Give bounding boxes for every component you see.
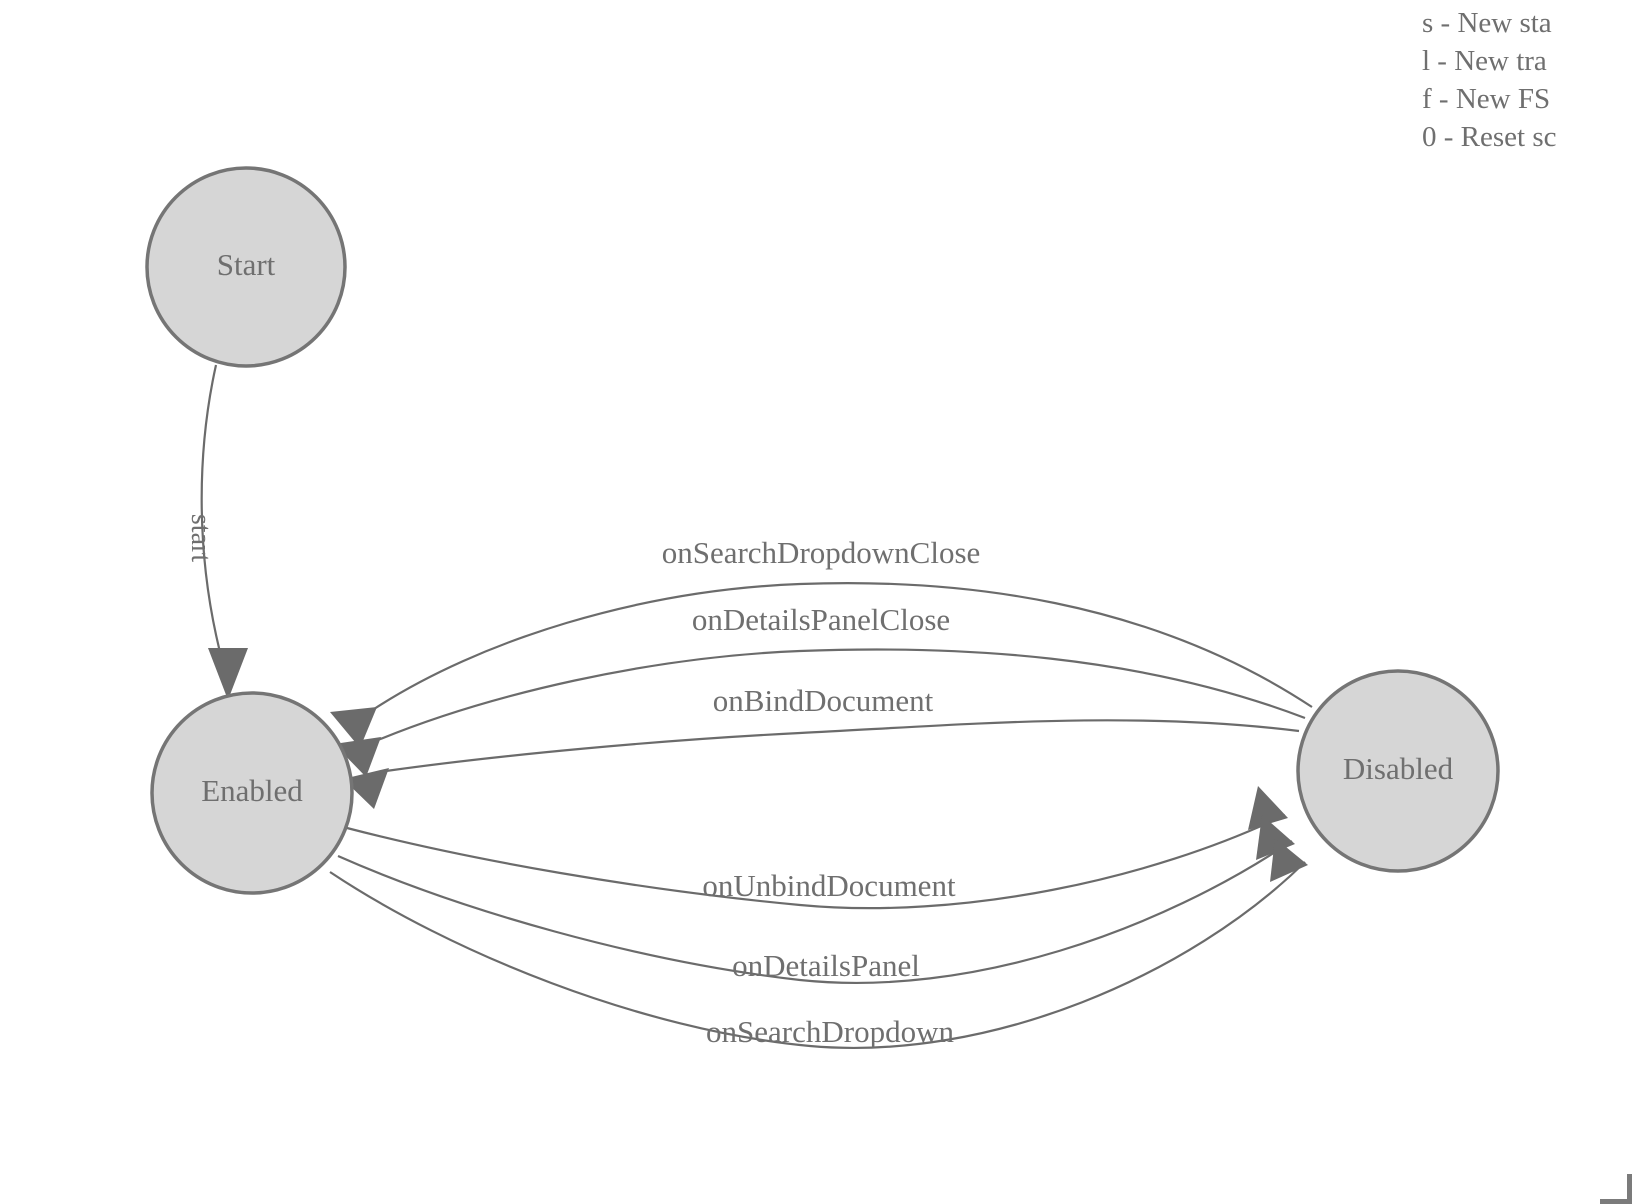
shortcut-new-fsm: f - New FS <box>1422 83 1551 115</box>
edge-path-onSearchDropdown[interactable] <box>329 861 1306 1049</box>
edge-path-onSearchDropdownClose[interactable] <box>373 582 1313 710</box>
edge-path-onUnbindDocument[interactable] <box>346 814 1286 910</box>
resize-corner-handle[interactable] <box>1600 1174 1632 1204</box>
state-node-start[interactable]: Start <box>145 166 347 368</box>
arrowhead-onSearchDropdown <box>1270 838 1308 882</box>
transition-label-onBindDocument: onBindDocument <box>713 683 934 718</box>
transition-label-onDetailsPanelClose: onDetailsPanelClose <box>692 602 950 637</box>
arrowhead-onBindDocument <box>343 768 389 809</box>
arrowhead-start <box>208 648 248 700</box>
arrowhead-onDetailsPanelClose <box>334 737 381 777</box>
edge-path-start[interactable] <box>200 364 224 661</box>
transition-onUnbindDocument[interactable]: onUnbindDocument <box>346 786 1288 910</box>
arrowhead-onUnbindDocument <box>1248 786 1288 830</box>
keyboard-shortcuts-legend: s - New sta l - New tra f - New FS 0 - R… <box>1422 0 1632 156</box>
shortcut-reset: 0 - Reset sc <box>1422 121 1557 153</box>
state-circle-disabled[interactable] <box>1296 669 1500 873</box>
state-node-disabled[interactable]: Disabled <box>1296 669 1500 873</box>
transition-onSearchDropdown[interactable]: onSearchDropdown <box>329 838 1308 1049</box>
edge-path-onBindDocument[interactable] <box>385 719 1300 773</box>
state-label-disabled: Disabled <box>1343 751 1454 786</box>
transition-onDetailsPanelClose[interactable]: onDetailsPanelClose <box>334 602 1306 777</box>
state-circle-start[interactable] <box>145 166 347 368</box>
state-label-start: Start <box>217 247 276 282</box>
transition-label-onDetailsPanel: onDetailsPanel <box>732 948 920 983</box>
transition-label-onSearchDropdownClose: onSearchDropdownClose <box>662 535 981 570</box>
transition-start[interactable]: start <box>185 364 248 700</box>
transition-label-onUnbindDocument: onUnbindDocument <box>702 868 956 903</box>
edge-path-onDetailsPanelClose[interactable] <box>377 648 1306 742</box>
shortcut-new-transition: l - New tra <box>1422 45 1547 77</box>
transition-onSearchDropdownClose[interactable]: onSearchDropdownClose <box>330 535 1313 748</box>
arrowhead-onDetailsPanel <box>1256 815 1295 860</box>
transition-label-start: start <box>185 514 216 562</box>
transition-label-onSearchDropdown: onSearchDropdown <box>706 1014 954 1049</box>
shortcut-new-state: s - New sta <box>1422 7 1552 39</box>
state-circle-enabled[interactable] <box>150 691 354 895</box>
edge-path-onDetailsPanel[interactable] <box>337 840 1293 984</box>
transition-onBindDocument[interactable]: onBindDocument <box>343 683 1300 809</box>
arrowhead-onSearchDropdownClose <box>330 707 377 748</box>
transition-onDetailsPanel[interactable]: onDetailsPanel <box>337 815 1295 984</box>
state-node-enabled[interactable]: Enabled <box>150 691 354 895</box>
state-label-enabled: Enabled <box>201 773 303 808</box>
